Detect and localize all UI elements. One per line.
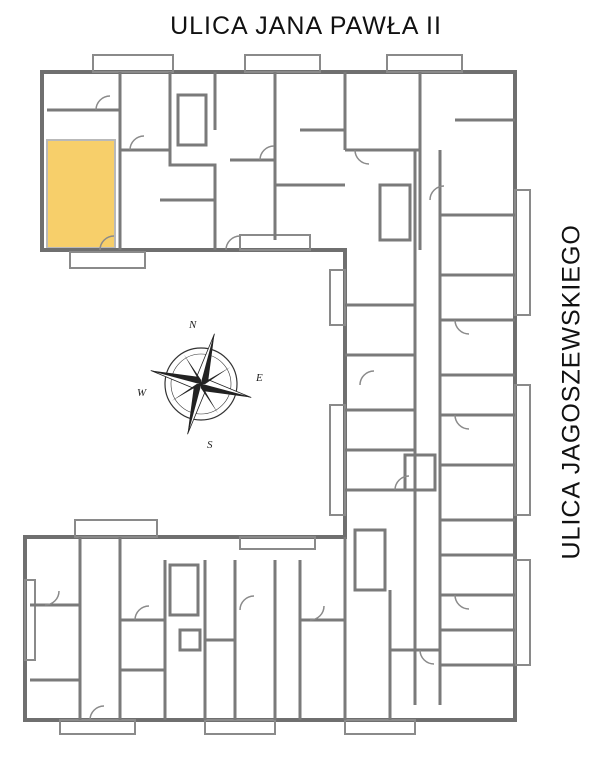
street-label-north: ULICA JANA PAWŁA II	[170, 12, 442, 40]
door-swings	[44, 95, 470, 721]
compass-rose: N E S W	[137, 319, 263, 451]
compass-south-label: S	[207, 439, 213, 451]
interior-walls	[30, 72, 515, 720]
balconies	[24, 54, 531, 735]
compass-west-label: W	[137, 387, 147, 399]
compass-north-label: N	[188, 319, 197, 331]
highlighted-apartment[interactable]	[46, 139, 116, 249]
compass-east-label: E	[255, 372, 263, 384]
